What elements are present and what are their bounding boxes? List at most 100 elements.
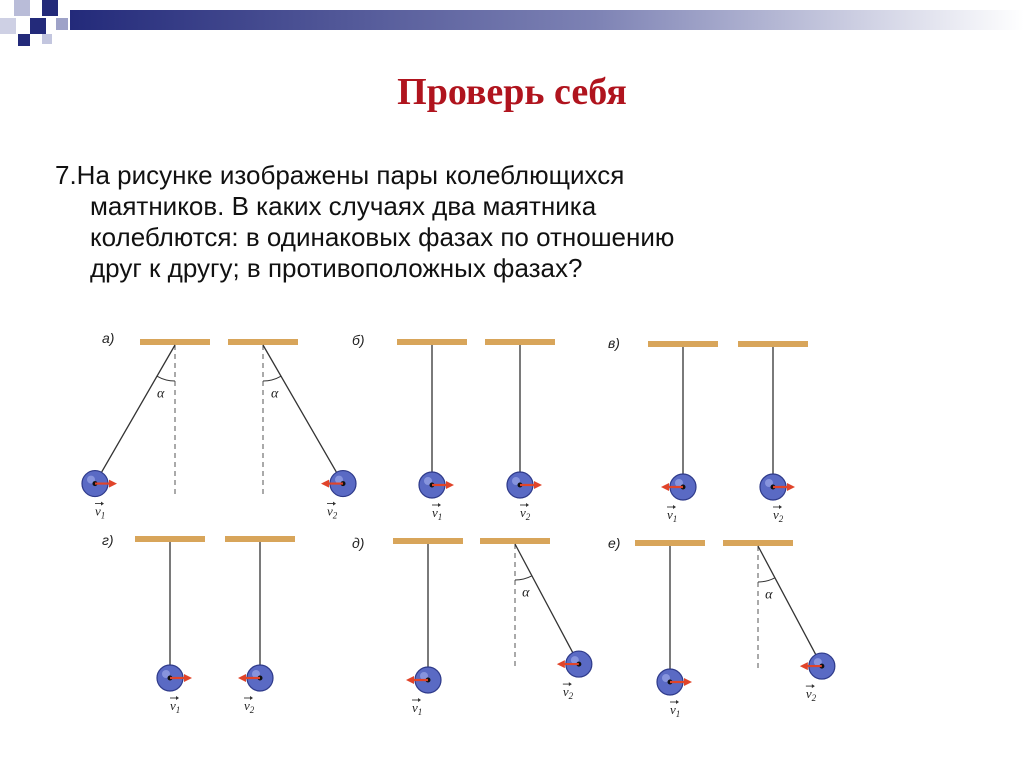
velocity-arrowhead xyxy=(321,479,329,488)
pendulum-bob-highlight xyxy=(424,477,432,485)
panel-label: д) xyxy=(352,535,364,551)
pendulum-support-bar xyxy=(738,341,808,347)
header-square xyxy=(42,0,58,16)
header-square xyxy=(42,34,52,44)
velocity-label: v1 xyxy=(432,505,442,522)
velocity-vector-mark-head xyxy=(673,505,676,509)
panel-label: в) xyxy=(608,335,620,351)
page-title: Проверь себя xyxy=(397,71,627,113)
velocity-arrowhead xyxy=(406,676,414,684)
velocity-arrowhead xyxy=(661,483,669,491)
pendulum-pair-panel: в) v1 v2 xyxy=(608,335,808,524)
pendulum-support-bar xyxy=(225,536,295,542)
velocity-vector-mark-head xyxy=(101,501,104,506)
velocity-arrowhead xyxy=(109,479,117,488)
velocity-vector-mark-head xyxy=(250,696,253,700)
angle-arc xyxy=(156,375,176,382)
velocity-label: v1 xyxy=(667,507,677,524)
angle-arc xyxy=(514,575,533,581)
angle-label: α xyxy=(765,588,773,603)
velocity-label: v1 xyxy=(95,504,105,521)
pendulum-bob-highlight xyxy=(765,479,773,487)
header-square xyxy=(30,18,46,34)
pendulum-support-bar xyxy=(648,341,718,347)
velocity-label: v1 xyxy=(670,702,680,719)
pendulum-pair-panel: г) v1 v2 xyxy=(102,532,295,715)
pendulum-pair-panel: а) α v1 α v2 xyxy=(81,330,357,521)
header-square xyxy=(56,18,68,30)
pendulum-bob-highlight xyxy=(570,656,579,665)
pendulum-string xyxy=(514,543,580,665)
velocity-arrowhead xyxy=(184,674,192,682)
velocity-label: v2 xyxy=(327,504,338,521)
velocity-vector-mark-head xyxy=(176,696,179,700)
pendulum-support-bar xyxy=(228,339,298,345)
velocity-vector-mark-head xyxy=(779,505,782,509)
velocity-arrowhead xyxy=(684,678,692,686)
velocity-arrowhead xyxy=(556,660,565,669)
question-line: маятников. В каких случаях два маятника xyxy=(90,191,597,221)
velocity-vector-mark-head xyxy=(676,700,679,704)
velocity-label: v1 xyxy=(412,700,422,717)
angle-label: α xyxy=(157,386,165,401)
pendulum-bob-highlight xyxy=(662,674,670,682)
velocity-label: v1 xyxy=(170,698,180,715)
pendulum-bob-highlight xyxy=(813,658,822,667)
angle-label: α xyxy=(271,386,279,401)
velocity-arrowhead xyxy=(446,481,454,489)
velocity-arrowhead xyxy=(534,481,542,489)
header-decoration xyxy=(0,0,1024,46)
pendulum-pair-panel: д) v1 α v2 xyxy=(352,535,593,717)
panel-label: б) xyxy=(352,332,365,348)
panel-label: е) xyxy=(608,535,620,551)
pendulum-support-bar xyxy=(397,339,467,345)
pendulum-string xyxy=(262,344,344,484)
velocity-arrowhead xyxy=(799,662,808,671)
panel-label: а) xyxy=(102,330,114,346)
pendulum-support-bar xyxy=(723,540,793,546)
pendulum-pair-panel: б) v1 v2 xyxy=(352,332,555,522)
question-line: 7.На рисунке изображены пары колеблющихс… xyxy=(55,160,625,190)
velocity-vector-mark-head xyxy=(333,501,336,506)
pendulum-bob-highlight xyxy=(162,670,170,678)
header-square xyxy=(18,34,30,46)
velocity-label: v2 xyxy=(244,698,255,715)
angle-label: α xyxy=(522,586,530,601)
pendulum-support-bar xyxy=(393,538,463,544)
angle-arc xyxy=(262,375,282,382)
velocity-vector-mark-head xyxy=(438,503,441,507)
pendulum-bob-highlight xyxy=(512,477,520,485)
question-line: колеблются: в одинаковых фазах по отноше… xyxy=(90,222,675,252)
pendulum-support-bar xyxy=(480,538,550,544)
pendulum-bob-highlight xyxy=(420,672,428,680)
pendulum-bob-highlight xyxy=(675,479,683,487)
velocity-vector-mark-head xyxy=(811,684,815,689)
panel-label: г) xyxy=(102,532,114,548)
velocity-vector-mark-head xyxy=(568,682,572,687)
velocity-vector-mark-head xyxy=(418,698,421,702)
pendulum-bob-highlight xyxy=(335,475,343,484)
velocity-arrowhead xyxy=(787,483,795,491)
question-line: друг к другу; в противоположных фазах? xyxy=(90,253,583,283)
pendulum-support-bar xyxy=(635,540,705,546)
velocity-label: v2 xyxy=(806,686,817,703)
velocity-label: v2 xyxy=(773,507,784,524)
velocity-label: v2 xyxy=(563,684,574,701)
pendulum-string xyxy=(94,344,176,484)
pendulum-bob-highlight xyxy=(252,670,260,678)
pendulum-pair-panel: е) v1 α v2 xyxy=(608,535,836,719)
pendulum-support-bar xyxy=(485,339,555,345)
velocity-arrowhead xyxy=(238,674,246,682)
pendulum-support-bar xyxy=(135,536,205,542)
header-square xyxy=(14,0,30,16)
pendulum-bob-highlight xyxy=(87,475,95,484)
header-gradient-bar xyxy=(70,10,1024,30)
velocity-vector-mark-head xyxy=(526,503,529,507)
question-text: 7.На рисунке изображены пары колеблющихс… xyxy=(55,160,985,284)
pendulum-support-bar xyxy=(140,339,210,345)
pendulum-string xyxy=(757,545,823,667)
velocity-label: v2 xyxy=(520,505,531,522)
angle-arc xyxy=(757,577,776,583)
header-square xyxy=(0,18,16,34)
